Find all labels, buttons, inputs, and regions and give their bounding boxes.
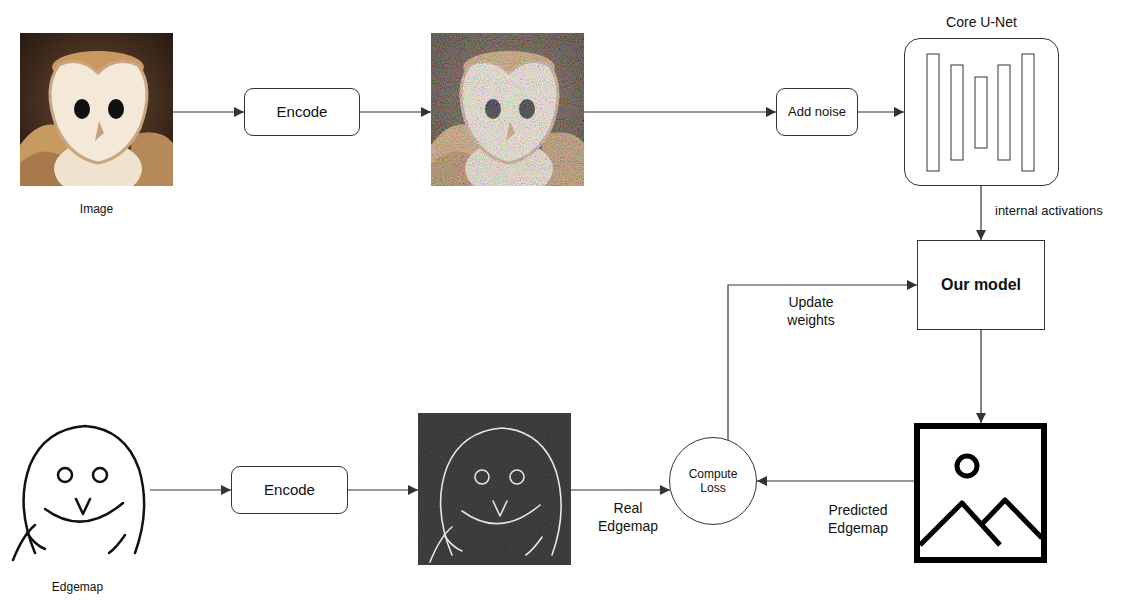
node-caption: Edgemap xyxy=(52,580,103,594)
connector xyxy=(976,186,986,240)
encoded-edgemap xyxy=(418,413,571,565)
arrow-head xyxy=(976,413,986,423)
connector xyxy=(858,107,904,117)
process-box: Encode xyxy=(244,88,360,136)
unet-layers xyxy=(927,54,1034,171)
connector xyxy=(173,107,244,117)
process-box: Encode xyxy=(231,466,348,514)
node-caption: Image xyxy=(80,202,113,216)
node-label: Encode xyxy=(264,481,315,499)
arrow-head xyxy=(766,107,776,117)
image-node: Edgemap xyxy=(5,413,150,560)
connector-line xyxy=(150,489,231,490)
node-label: Compute Loss xyxy=(683,467,743,496)
noisy-owl-photo xyxy=(431,33,584,186)
arrow-head xyxy=(421,107,431,117)
arrow-head xyxy=(757,476,767,486)
image-node: Image xyxy=(20,33,173,186)
edge-label: Update weights xyxy=(768,294,854,329)
connector xyxy=(150,485,231,495)
node-label: Add noise xyxy=(788,104,846,120)
edgemap-sketch xyxy=(13,426,144,560)
arrow-head xyxy=(976,230,986,240)
edge-label: internal activations xyxy=(993,203,1105,219)
owl-photo xyxy=(20,33,173,186)
arrow-head xyxy=(234,107,244,117)
network-box: Core U-Net xyxy=(904,38,1059,186)
image-icon xyxy=(917,426,1044,560)
loss-circle: Compute Loss xyxy=(669,437,757,525)
arrow-head xyxy=(221,485,231,495)
node-label: Our model xyxy=(941,275,1021,294)
connector xyxy=(728,280,917,440)
arrow-head xyxy=(907,280,917,290)
connector-line xyxy=(173,111,244,112)
model-box: Our model xyxy=(917,240,1045,330)
connector-line xyxy=(728,285,917,440)
process-box: Add noise xyxy=(776,88,858,136)
edge-label: Predicted Edgemap xyxy=(806,502,910,537)
arrow-head xyxy=(408,485,418,495)
edge-label: Real Edgemap xyxy=(586,500,670,535)
node-caption: Core U-Net xyxy=(946,14,1017,31)
node-label: Encode xyxy=(277,103,328,121)
arrow-head xyxy=(894,107,904,117)
